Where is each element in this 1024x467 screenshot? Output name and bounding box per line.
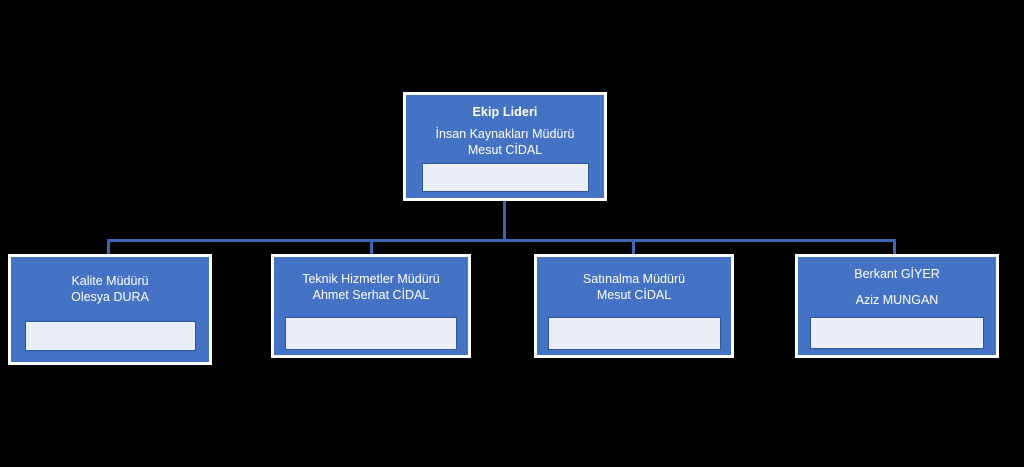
org-node-root-line-1: İnsan Kaynakları Müdürü <box>435 127 575 141</box>
org-node-root-text: Ekip Lideri İnsan Kaynakları Müdürü Mesu… <box>406 95 604 163</box>
org-node-teknik-hizmetler-muduru[interactable]: Teknik Hizmetler Müdürü Ahmet Serhat CİD… <box>271 254 471 358</box>
org-node-root[interactable]: Ekip Lideri İnsan Kaynakları Müdürü Mesu… <box>403 92 607 201</box>
org-node-child-0-line-2: Olesya DURA <box>71 290 149 304</box>
org-node-child-0-text: Kalite Müdürü Olesya DURA <box>11 257 209 321</box>
org-node-child-1-line-1: Teknik Hizmetler Müdürü <box>302 272 440 286</box>
org-node-child-2-field[interactable] <box>547 317 721 350</box>
org-node-root-title: Ekip Lideri <box>472 105 538 119</box>
org-node-child-0-line-1: Kalite Müdürü <box>71 274 149 288</box>
org-node-child-3-field[interactable] <box>810 317 984 349</box>
org-node-root-line-2: Mesut CİDAL <box>467 143 543 157</box>
org-node-child-2-line-2: Mesut CİDAL <box>596 288 672 302</box>
org-node-child-0-field[interactable] <box>24 321 196 351</box>
org-node-berkant-aziz[interactable]: Berkant GİYER Aziz MUNGAN <box>795 254 999 358</box>
org-node-child-3-line-2: Aziz MUNGAN <box>855 293 939 307</box>
org-node-child-3-text: Berkant GİYER Aziz MUNGAN <box>798 257 996 317</box>
org-node-root-field[interactable] <box>421 163 589 192</box>
org-node-child-3-line-1: Berkant GİYER <box>854 267 940 281</box>
org-node-child-2-text: Satınalma Müdürü Mesut CİDAL <box>537 257 731 317</box>
org-node-child-1-text: Teknik Hizmetler Müdürü Ahmet Serhat CİD… <box>274 257 468 317</box>
org-node-child-1-line-2: Ahmet Serhat CİDAL <box>312 288 430 302</box>
org-node-child-1-field[interactable] <box>285 317 457 350</box>
org-node-satinalma-muduru[interactable]: Satınalma Müdürü Mesut CİDAL <box>534 254 734 358</box>
org-node-child-2-line-1: Satınalma Müdürü <box>582 272 686 286</box>
org-node-kalite-muduru[interactable]: Kalite Müdürü Olesya DURA <box>8 254 212 365</box>
